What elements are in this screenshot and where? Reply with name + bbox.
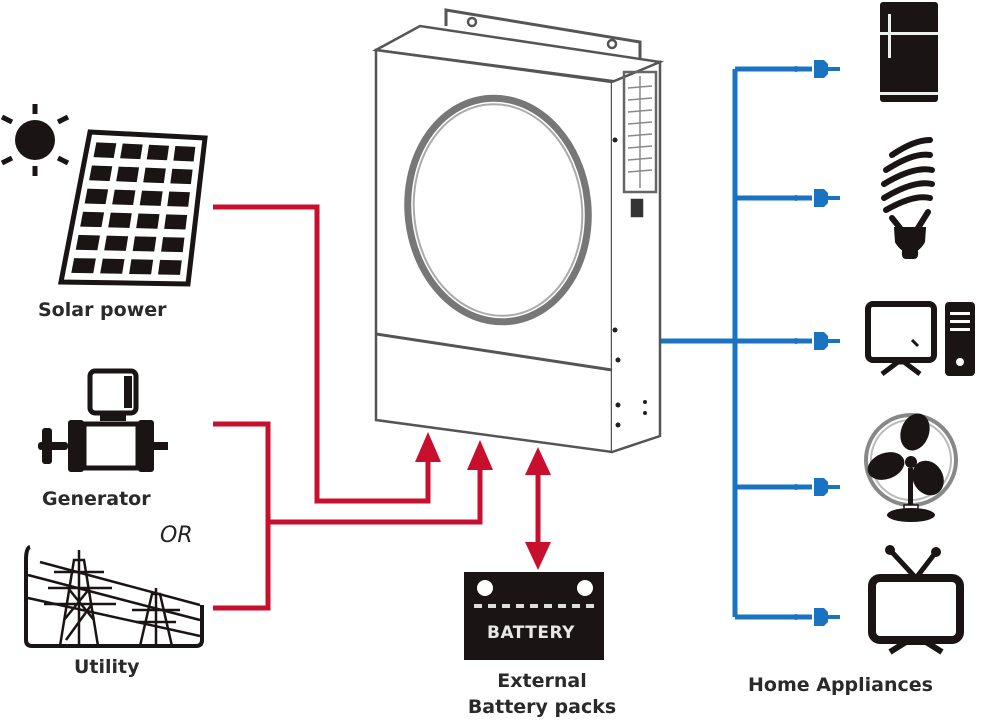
solar-cell: [129, 259, 154, 275]
solar-cell: [164, 214, 188, 230]
battery-arrow-head-down: [525, 542, 551, 570]
plug-icon: [790, 189, 840, 207]
battery-dot: [572, 604, 580, 608]
generator-icon: [38, 368, 168, 472]
solar-cell: [104, 235, 129, 251]
generator-wire: [213, 421, 483, 525]
inverter-icon: [372, 8, 665, 454]
solar-cell: [120, 143, 143, 160]
solar-arrow-head: [415, 432, 441, 462]
utility-wire: [213, 522, 271, 611]
or-label: OR: [160, 523, 193, 548]
solar-cell: [112, 189, 136, 206]
plug-icon: [790, 332, 840, 350]
plug-icon: [790, 608, 840, 626]
utility-label: Utility: [74, 656, 140, 678]
solar-cell: [84, 188, 109, 205]
refrigerator-icon: [880, 2, 938, 102]
solar-wire: [213, 204, 431, 504]
battery-icon: [464, 572, 604, 660]
battery-badge-label: BATTERY: [487, 623, 575, 643]
battery-arrow-head-up: [525, 447, 551, 475]
solar-cell: [100, 258, 125, 274]
solar-power-label: Solar power: [38, 299, 167, 321]
input-arrows: [415, 432, 551, 570]
plug-icons: [790, 60, 840, 626]
solar-cell: [146, 144, 170, 161]
solar-cell: [158, 259, 182, 275]
solar-panel-icon: [57, 129, 208, 287]
solar-cell: [173, 145, 196, 162]
light-bulb-icon: [881, 137, 935, 259]
battery-dot: [502, 604, 510, 608]
generator-label: Generator: [42, 488, 151, 510]
battery-dot: [530, 604, 538, 608]
fan-icon: [864, 413, 958, 522]
solar-cell: [136, 213, 160, 229]
solar-cell: [93, 142, 117, 159]
battery-dot: [474, 604, 482, 608]
solar-cell: [71, 258, 96, 274]
battery-label-line2: Battery packs: [467, 696, 617, 718]
solar-cell: [80, 211, 105, 228]
plug-icon: [790, 60, 840, 78]
solar-cell: [116, 166, 140, 183]
home-appliances-label: Home Appliances: [748, 674, 933, 696]
mounting-bracket: [444, 8, 642, 58]
power-tower-icon: [24, 545, 204, 648]
generator-arrow-head: [467, 440, 493, 470]
solar-cell: [108, 212, 132, 228]
solar-cell: [143, 167, 166, 184]
television-icon: [868, 545, 964, 655]
solar-cell: [170, 168, 193, 185]
battery-dot: [544, 604, 552, 608]
solar-cell: [89, 165, 113, 182]
battery-dot: [586, 604, 594, 608]
battery-label-line1: External: [497, 670, 587, 692]
solar-cell: [132, 236, 157, 252]
battery-dot: [558, 604, 566, 608]
battery-dot: [516, 604, 524, 608]
solar-cell: [167, 191, 190, 207]
output-wires: [657, 66, 790, 620]
plug-icon: [790, 478, 840, 496]
solar-cell: [139, 190, 163, 206]
solar-cell: [75, 234, 100, 251]
sun-icon: [0, 104, 70, 176]
computer-icon: [865, 301, 975, 376]
input-wires: [213, 204, 541, 611]
battery-dot: [488, 604, 496, 608]
solar-cell: [161, 237, 185, 253]
